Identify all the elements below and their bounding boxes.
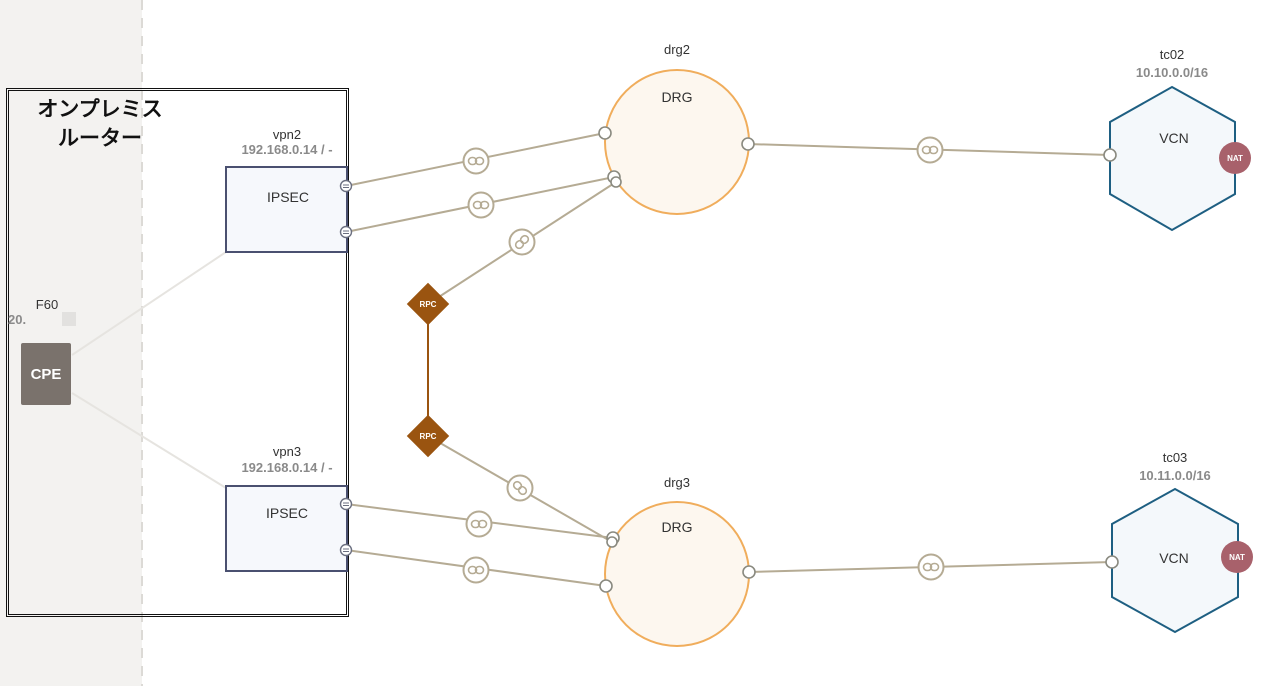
rpc-top-node[interactable]: RPC xyxy=(406,282,450,326)
drg2-title: drg2 xyxy=(664,42,690,57)
tc02-title: tc02 xyxy=(1160,47,1185,62)
tc02-port[interactable] xyxy=(1103,148,1117,162)
drg3-node[interactable]: DRG xyxy=(604,501,750,647)
tc02-cidr: 10.10.0.0/16 xyxy=(1136,65,1208,80)
cpe-vpn2-link xyxy=(71,251,227,356)
drg3-port[interactable] xyxy=(599,579,613,593)
chain-link-icon[interactable] xyxy=(916,136,944,164)
vpn3-ipsec-label: IPSEC xyxy=(266,505,308,521)
cpe-ip: 20. xyxy=(8,312,26,327)
chain-link-icon[interactable] xyxy=(917,553,945,581)
vpn3-ipsec-box xyxy=(225,485,348,572)
drg2-port[interactable] xyxy=(598,126,612,140)
tc03-port[interactable] xyxy=(1105,555,1119,569)
drg-ports xyxy=(598,126,756,593)
drg2-label: DRG xyxy=(661,89,692,105)
drg2-node[interactable]: DRG xyxy=(604,69,750,215)
cpe-label: CPE xyxy=(31,366,62,383)
cpe-ip-redaction xyxy=(30,312,92,328)
tc03-nat-gateway-icon[interactable]: NAT xyxy=(1221,541,1253,573)
cpe-title: F60 xyxy=(36,297,58,312)
drg2-port[interactable] xyxy=(741,137,755,151)
tunnel-port-icon[interactable] xyxy=(339,543,353,557)
onprem-label-line2: ルーター xyxy=(58,127,142,150)
vpn2-ipsec-label: IPSEC xyxy=(267,189,309,205)
tc02-vcn-hexagon xyxy=(1109,85,1236,232)
cpe-vpn3-link xyxy=(71,392,227,489)
vpn2-ip: 192.168.0.14 / - xyxy=(241,142,332,157)
onprem-router-frame-inner xyxy=(8,90,347,615)
tc03-vcn-node[interactable]: VCN xyxy=(1111,487,1239,634)
vpn3-ip: 192.168.0.14 / - xyxy=(241,460,332,475)
tc03-title: tc03 xyxy=(1163,450,1188,465)
tc02-vcn-node[interactable]: VCN xyxy=(1109,85,1236,232)
chain-link-icon[interactable] xyxy=(467,191,495,219)
link-icons xyxy=(462,136,945,584)
chain-link-icon[interactable] xyxy=(462,556,490,584)
tunnel-port-icon[interactable] xyxy=(339,179,353,193)
chain-link-icon[interactable] xyxy=(465,510,493,538)
tunnel-port-icon[interactable] xyxy=(339,225,353,239)
drg3-port[interactable] xyxy=(606,536,618,548)
tc03-vcn-label: VCN xyxy=(1159,550,1189,566)
tc03-nat-label: NAT xyxy=(1229,553,1245,562)
onprem-label-line1: オンプレミス xyxy=(37,98,162,121)
vpn3-title: vpn3 xyxy=(273,444,301,459)
cpe-node[interactable]: CPE xyxy=(21,343,71,405)
rpc-top-label: RPC xyxy=(420,300,437,309)
drg3-title: drg3 xyxy=(664,475,690,490)
tunnel-port-icon[interactable] xyxy=(339,497,353,511)
vpn2-ipsec-box xyxy=(225,166,348,253)
tc02-nat-gateway-icon[interactable]: NAT xyxy=(1219,142,1251,174)
vpn2-ipsec-node[interactable]: IPSEC xyxy=(225,166,348,253)
link-lines xyxy=(345,132,1113,587)
tc03-cidr: 10.11.0.0/16 xyxy=(1139,468,1211,483)
drg3-port[interactable] xyxy=(742,565,756,579)
drg2-port[interactable] xyxy=(610,176,622,188)
cpe-box xyxy=(21,343,71,405)
tc03-vcn-hexagon xyxy=(1111,487,1239,634)
chain-link-icon[interactable] xyxy=(508,228,536,256)
tc02-nat-label: NAT xyxy=(1227,154,1243,163)
cpe-ip-redaction-block xyxy=(62,312,76,326)
onprem-router-frame xyxy=(6,88,349,617)
tunnel-ports xyxy=(339,179,353,557)
chain-link-icon[interactable] xyxy=(462,147,490,175)
drg3-label: DRG xyxy=(661,519,692,535)
vpn3-ipsec-node[interactable]: IPSEC xyxy=(225,485,348,572)
tc02-vcn-label: VCN xyxy=(1159,130,1189,146)
vpn2-title: vpn2 xyxy=(273,127,301,142)
rpc-bottom-node[interactable]: RPC xyxy=(406,414,450,458)
chain-link-icon[interactable] xyxy=(506,474,534,502)
rpc-bottom-label: RPC xyxy=(420,432,437,441)
